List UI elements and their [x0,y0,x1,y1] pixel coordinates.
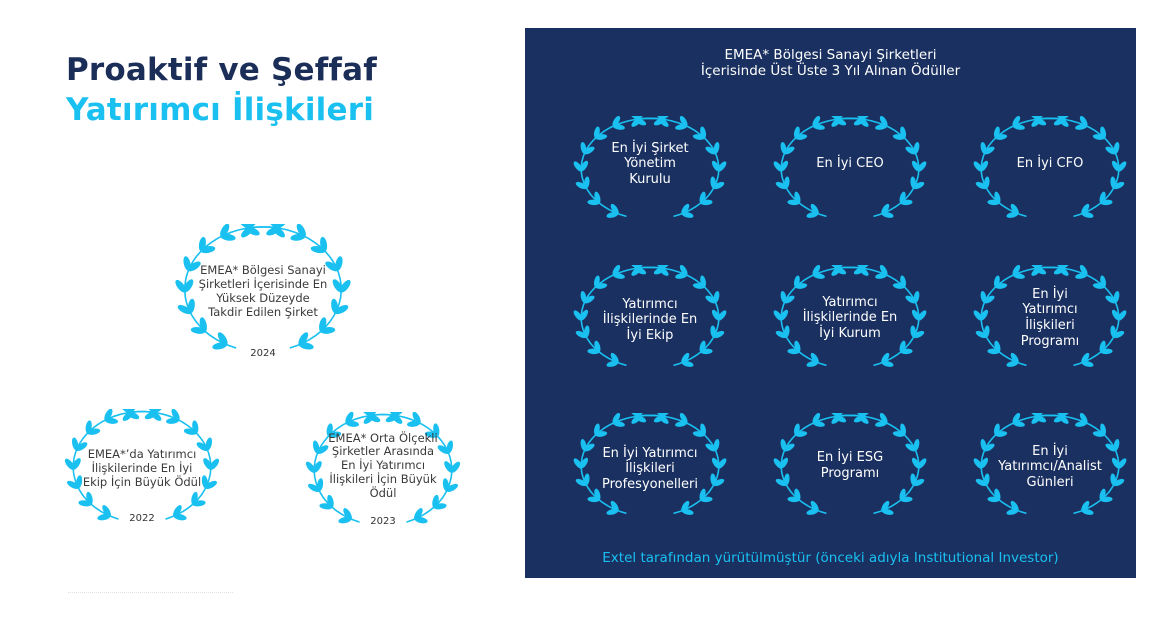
award-best-investor-days: En İyi Yatırımcı/Analist Günleri [970,413,1130,528]
award-text: En İyi Yatırımcı İlişkileri Programı [1020,286,1080,349]
page-title-line1: Proaktif ve Şeffaf [66,52,377,88]
award-text: En İyi ESG Programı [816,450,884,481]
award-best-cfo: En İyi CFO [970,116,1130,231]
award-text: En İyi Yatırımcı İlişkileri Profesyonell… [601,445,699,492]
divider [68,592,233,596]
laurel-wreath-icon [573,116,727,218]
laurel-wreath-icon [573,265,727,367]
laurel-wreath-icon [175,224,351,350]
award-year: 2022 [129,513,155,524]
laurel-wreath-icon [773,265,927,367]
page-title-line2: Yatırımcı İlişkileri [66,92,375,128]
award-text: En İyi CEO [816,156,884,172]
award-year: 2024 [250,348,276,359]
award-best-ir-team-panel: Yatırımcı İlişkilerinde En İyi Ekip [570,265,730,380]
award-best-ir-company: Yatırımcı İlişkilerinde En İyi Kurum [770,265,930,380]
award-text: Yatırımcı İlişkilerinde En İyi Kurum [802,294,898,341]
award-year: 2023 [370,516,396,527]
panel-header: EMEA* Bölgesi Sanayi Şirketleri İçerisin… [700,47,961,79]
award-best-esg-program: En İyi ESG Programı [770,413,930,528]
award-best-ir-team: EMEA*’da Yatırımcı İlişkilerinde En İyi … [62,409,222,535]
awards-panel: EMEA* Bölgesi Sanayi Şirketleri İçerisin… [525,28,1136,578]
award-text: EMEA* Bölgesi Sanayi Şirketleri İçerisin… [198,263,328,319]
award-text: En İyi Yatırımcı/Analist Günleri [998,443,1102,490]
laurel-wreath-icon [305,412,461,524]
award-text: EMEA* Orta Ölçekli Şirketler Arasında En… [328,430,438,500]
laurel-wreath-icon [773,116,927,218]
award-midcap-best-ir: EMEA* Orta Ölçekli Şirketler Arasında En… [303,412,463,538]
panel-footer: Extel tarafından yürütülmüştür (önceki a… [602,550,1059,566]
laurel-wreath-icon [973,116,1127,218]
laurel-wreath-icon [64,409,220,521]
laurel-wreath-icon [573,413,727,515]
award-text: En İyi CFO [1016,156,1084,172]
award-best-ceo: En İyi CEO [770,116,930,231]
award-text: Yatırımcı İlişkilerinde En İyi Ekip [602,296,698,343]
laurel-wreath-icon [973,265,1127,367]
award-most-honored-company: EMEA* Bölgesi Sanayi Şirketleri İçerisin… [172,224,354,366]
award-best-board: En İyi Şirket Yönetim Kurulu [570,116,730,231]
award-text: EMEA*’da Yatırımcı İlişkilerinde En İyi … [82,447,202,489]
award-best-ir-professionals: En İyi Yatırımcı İlişkileri Profesyonell… [570,413,730,528]
laurel-wreath-icon [773,413,927,515]
laurel-wreath-icon [973,413,1127,515]
award-text: En İyi Şirket Yönetim Kurulu [611,140,689,187]
award-best-ir-program: En İyi Yatırımcı İlişkileri Programı [970,265,1130,380]
